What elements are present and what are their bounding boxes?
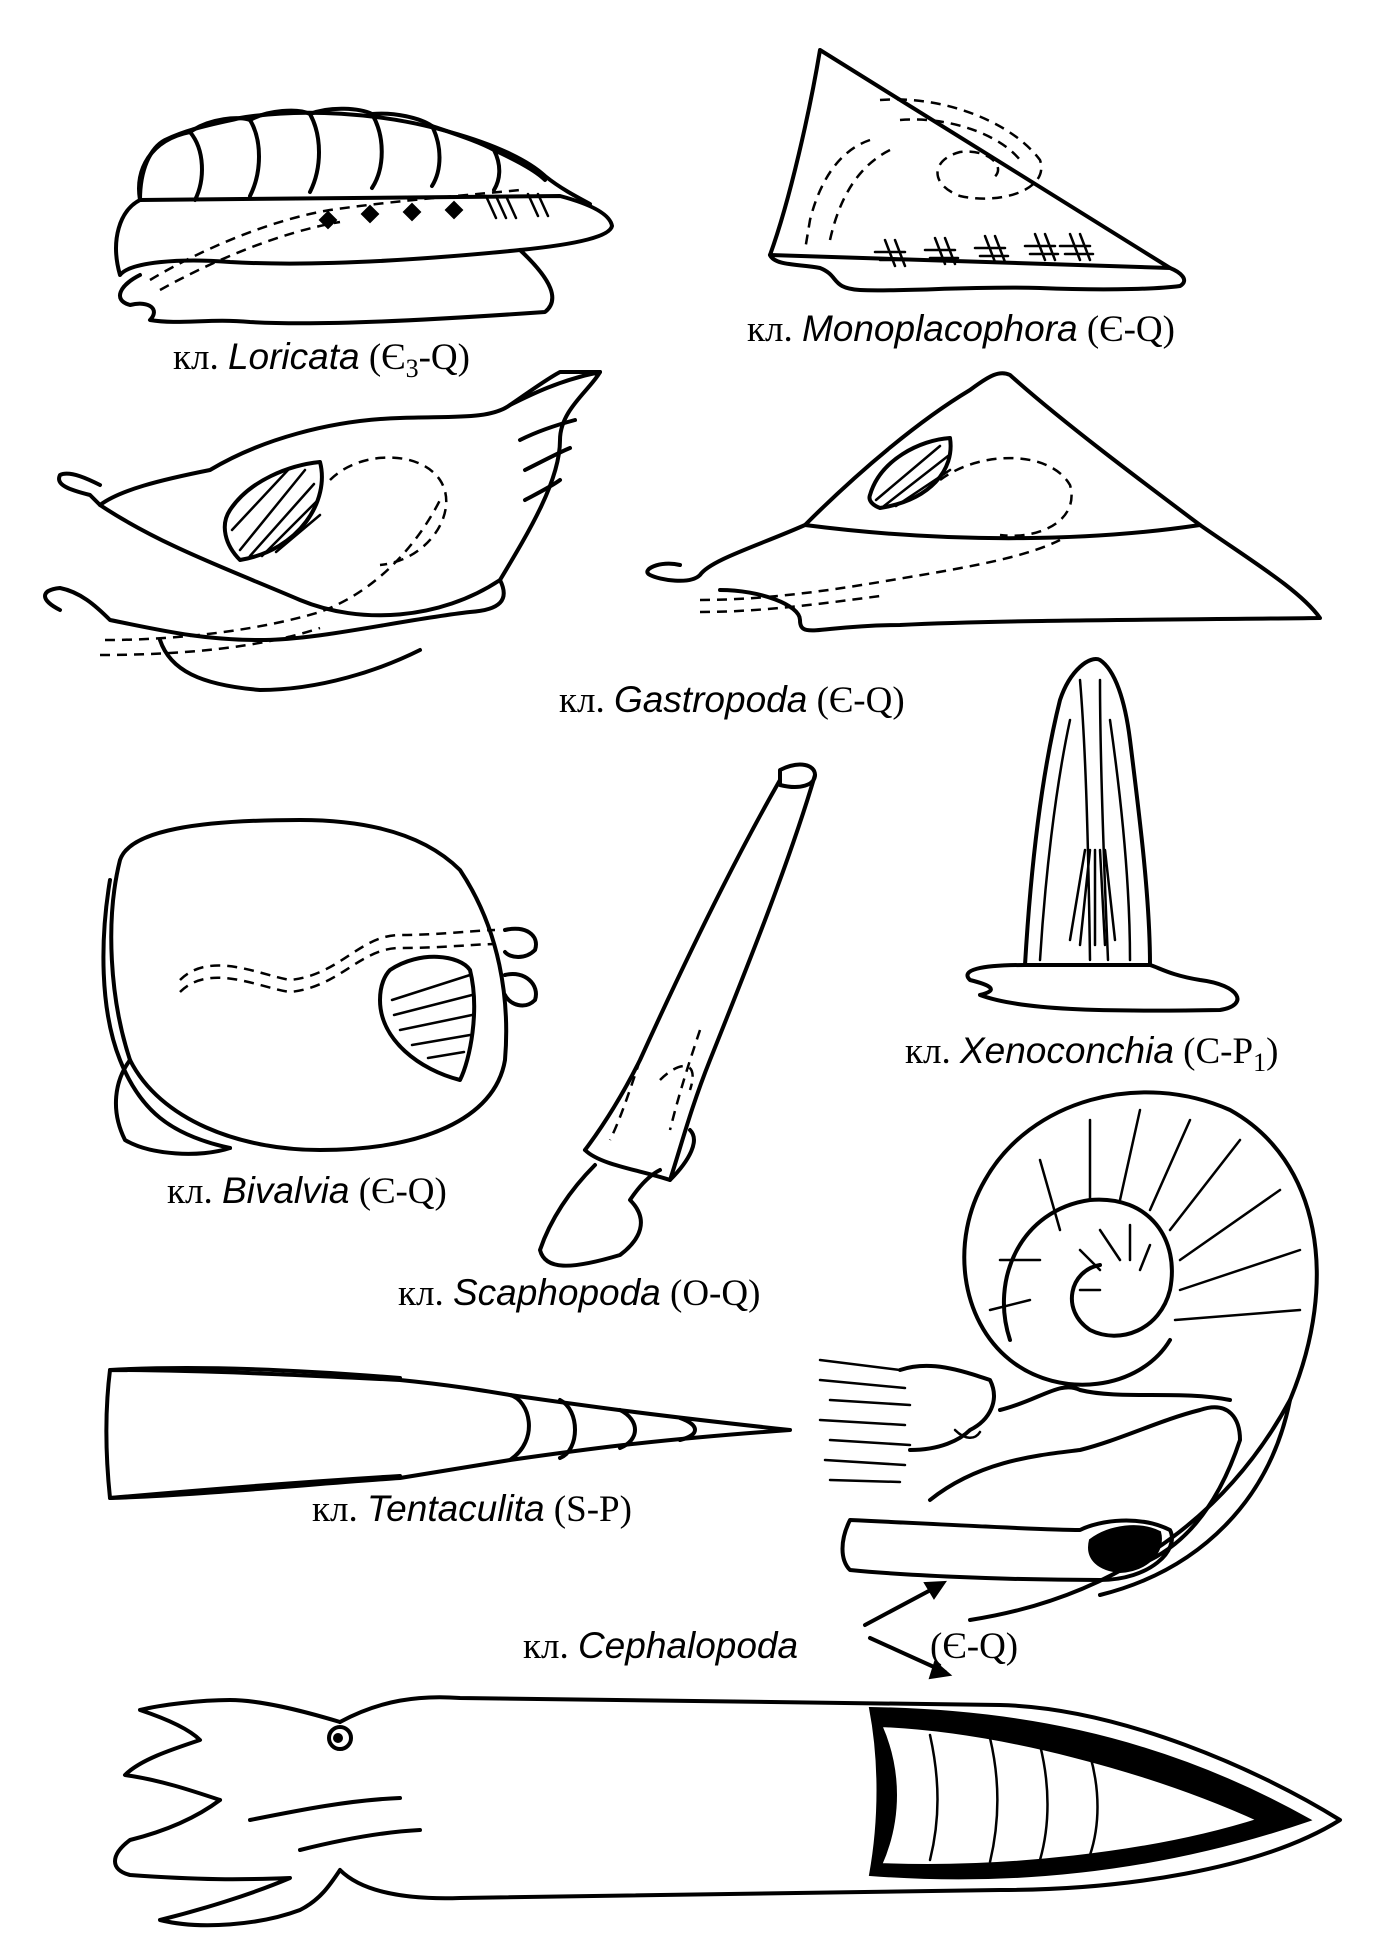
bivalvia-drawing: [101, 818, 538, 1156]
label-cephalopoda-range: (Є-Q): [930, 1626, 1018, 1667]
label-loricata: кл. Loricata (Є3-Q): [173, 336, 470, 383]
monoplacophora-drawing: [768, 48, 1187, 293]
xenoconchia-drawing: [965, 657, 1240, 1013]
tentaculita-drawing: [104, 1365, 792, 1500]
gastropoda-cone-drawing: [645, 371, 1322, 633]
scaphopoda-drawing: [538, 762, 817, 1268]
monoplacophora-gills: [873, 232, 1095, 268]
gills-row: [318, 192, 550, 230]
cephalopoda-nautiloid-drawing: [818, 1090, 1319, 1622]
label-monoplacophora: кл. Monoplacophora (Є-Q): [747, 308, 1175, 350]
gastropoda-spiral-drawing: [43, 370, 602, 692]
cephalopoda-belemnoid-drawing: [113, 1695, 1342, 1928]
loricata-drawing: [114, 106, 614, 326]
label-scaphopoda: кл. Scaphopoda (O-Q): [398, 1272, 760, 1314]
dorsal-plates: [137, 106, 547, 202]
label-bivalvia: кл. Bivalvia (Є-Q): [167, 1170, 447, 1212]
label-xenoconchia: кл. Xenoconchia (C-P1): [905, 1030, 1278, 1077]
label-cephalopoda: кл. Cephalopoda: [523, 1625, 798, 1667]
label-tentaculita: кл. Tentaculita (S-P): [312, 1488, 632, 1530]
cephalopoda-arrows: [863, 1580, 953, 1680]
label-gastropoda: кл. Gastropoda (Є-Q): [559, 679, 905, 721]
